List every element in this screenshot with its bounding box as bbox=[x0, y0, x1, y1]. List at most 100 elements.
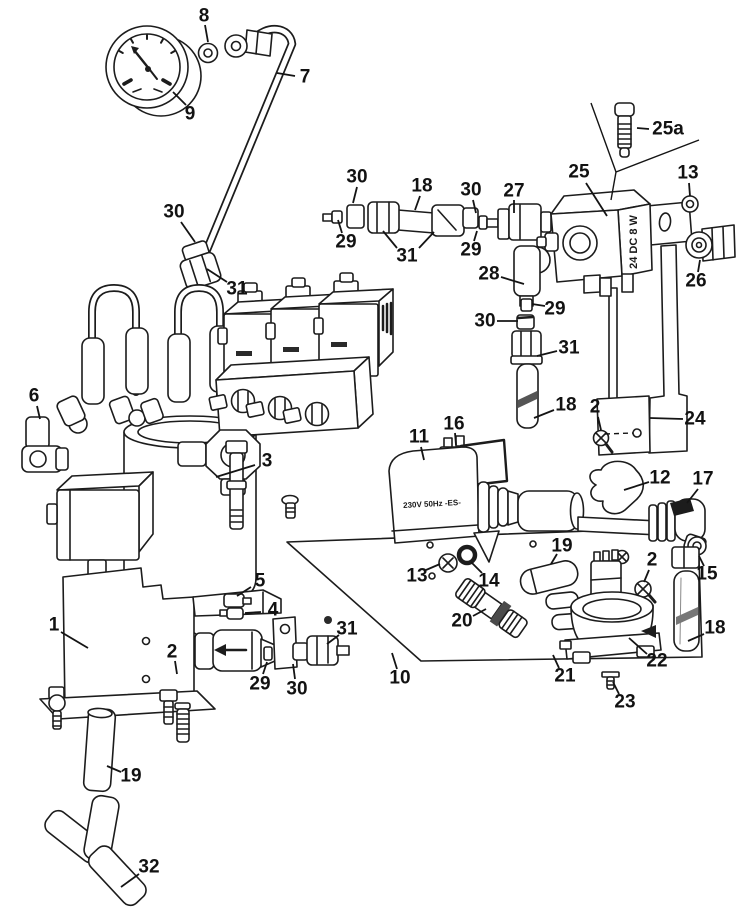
part-label-24: 24 bbox=[684, 409, 706, 430]
leader-line-16 bbox=[454, 432, 457, 446]
screw-2-left bbox=[159, 689, 178, 725]
part-label-13: 13 bbox=[677, 163, 698, 184]
part-marking-text-0: 230V 50Hz -ES- bbox=[403, 498, 462, 510]
screw-23 bbox=[601, 671, 620, 690]
silicone-tube-19 bbox=[82, 707, 117, 793]
part-label-18: 18 bbox=[555, 395, 576, 416]
leader-line-5 bbox=[236, 586, 252, 597]
ferrule-30 bbox=[292, 642, 309, 661]
motor-pump-area bbox=[438, 544, 662, 690]
hex-nut-31 bbox=[511, 330, 542, 359]
part-label-22: 22 bbox=[646, 651, 667, 672]
leader-line-11 bbox=[420, 446, 425, 461]
part-label-6: 6 bbox=[29, 386, 40, 407]
part-label-7: 7 bbox=[300, 67, 311, 88]
leader-line-6 bbox=[36, 405, 41, 420]
screw-2-top bbox=[592, 429, 614, 454]
leader-line-13 bbox=[688, 182, 691, 197]
leader-line-10 bbox=[391, 652, 398, 670]
part-label-31: 31 bbox=[336, 619, 358, 640]
leader-line-29 bbox=[337, 219, 343, 234]
leader-line-30 bbox=[292, 663, 296, 680]
elbow-28-chain bbox=[510, 245, 551, 429]
spring-clamp bbox=[589, 460, 645, 515]
part-label-29: 29 bbox=[544, 299, 565, 320]
part-label-20: 20 bbox=[451, 611, 472, 632]
leader-line-19 bbox=[550, 553, 558, 565]
vibration-pump bbox=[388, 435, 707, 652]
gauge-washer bbox=[197, 42, 219, 64]
washer-29 bbox=[520, 298, 533, 312]
leader-line-15 bbox=[698, 555, 705, 567]
part-label-30: 30 bbox=[346, 167, 367, 188]
part-label-5: 5 bbox=[255, 571, 266, 592]
leader-line-2 bbox=[597, 416, 602, 431]
washer-29 bbox=[478, 215, 488, 230]
construction-line-2 bbox=[610, 171, 617, 201]
part-label-16: 16 bbox=[443, 414, 464, 435]
part-label-15: 15 bbox=[696, 564, 718, 585]
hex-plug bbox=[282, 401, 330, 427]
part-label-23: 23 bbox=[614, 692, 635, 713]
part-label-9: 9 bbox=[185, 104, 196, 125]
solenoid-and-bracket bbox=[536, 102, 736, 456]
nut-13 bbox=[681, 195, 699, 213]
leader-line-22 bbox=[628, 637, 648, 655]
part-label-29: 29 bbox=[460, 240, 481, 261]
part-label-19: 19 bbox=[120, 766, 141, 787]
leader-line-3 bbox=[215, 464, 256, 478]
part-marking-text-1: 24 DC 8 W bbox=[628, 214, 640, 268]
plunger-25a bbox=[614, 102, 635, 158]
spade-terminal bbox=[621, 273, 634, 293]
leader-line-31 bbox=[326, 634, 340, 645]
part-label-17: 17 bbox=[692, 469, 713, 490]
pump-body bbox=[388, 446, 480, 544]
part-label-30: 30 bbox=[286, 679, 307, 700]
leader-line-25a bbox=[636, 127, 650, 130]
u-pipe-right bbox=[167, 284, 233, 403]
leader-line-31 bbox=[206, 268, 228, 283]
washer-29 bbox=[263, 646, 273, 661]
part-label-18: 18 bbox=[411, 176, 432, 197]
part-label-19: 19 bbox=[551, 536, 572, 557]
leader-line-19 bbox=[106, 765, 122, 773]
solenoid-coil bbox=[536, 189, 653, 297]
fitting-27 bbox=[497, 203, 552, 241]
leader-line-30 bbox=[180, 221, 196, 243]
part-label-11: 11 bbox=[409, 427, 430, 448]
part-label-13: 13 bbox=[406, 566, 427, 587]
outlet-valve-chain bbox=[194, 593, 350, 672]
construction-line-3 bbox=[604, 432, 634, 435]
top-hose-assembly bbox=[322, 201, 552, 241]
screw-2-right bbox=[634, 580, 657, 604]
leader-line-23 bbox=[612, 681, 620, 695]
leader-line-25 bbox=[585, 182, 608, 217]
construction-line-0 bbox=[590, 102, 617, 173]
threaded-stud bbox=[174, 702, 191, 743]
small-screw bbox=[281, 494, 299, 519]
leader-line-9 bbox=[172, 91, 187, 106]
leader-line-8 bbox=[204, 24, 209, 43]
part-label-2: 2 bbox=[647, 550, 658, 571]
boiler-top-fittings bbox=[56, 395, 164, 434]
leader-line-24 bbox=[649, 417, 684, 420]
part-label-31: 31 bbox=[226, 279, 248, 300]
fitting-26 bbox=[685, 224, 736, 262]
part-label-2: 2 bbox=[590, 397, 601, 418]
u-pipe-left bbox=[81, 284, 149, 405]
ferrule-30 bbox=[346, 204, 365, 229]
leader-line-21 bbox=[552, 654, 560, 669]
part-label-12: 12 bbox=[649, 468, 670, 489]
part-label-30: 30 bbox=[460, 180, 481, 201]
pipe-end-nut bbox=[179, 240, 222, 290]
leader-line-13 bbox=[425, 563, 441, 571]
elbow-fitting bbox=[21, 416, 69, 473]
part-label-21: 21 bbox=[554, 666, 576, 687]
part-label-3: 3 bbox=[262, 451, 273, 472]
spade-terminal bbox=[599, 277, 612, 297]
hose-18 bbox=[397, 209, 435, 234]
leader-line-29 bbox=[531, 303, 546, 307]
